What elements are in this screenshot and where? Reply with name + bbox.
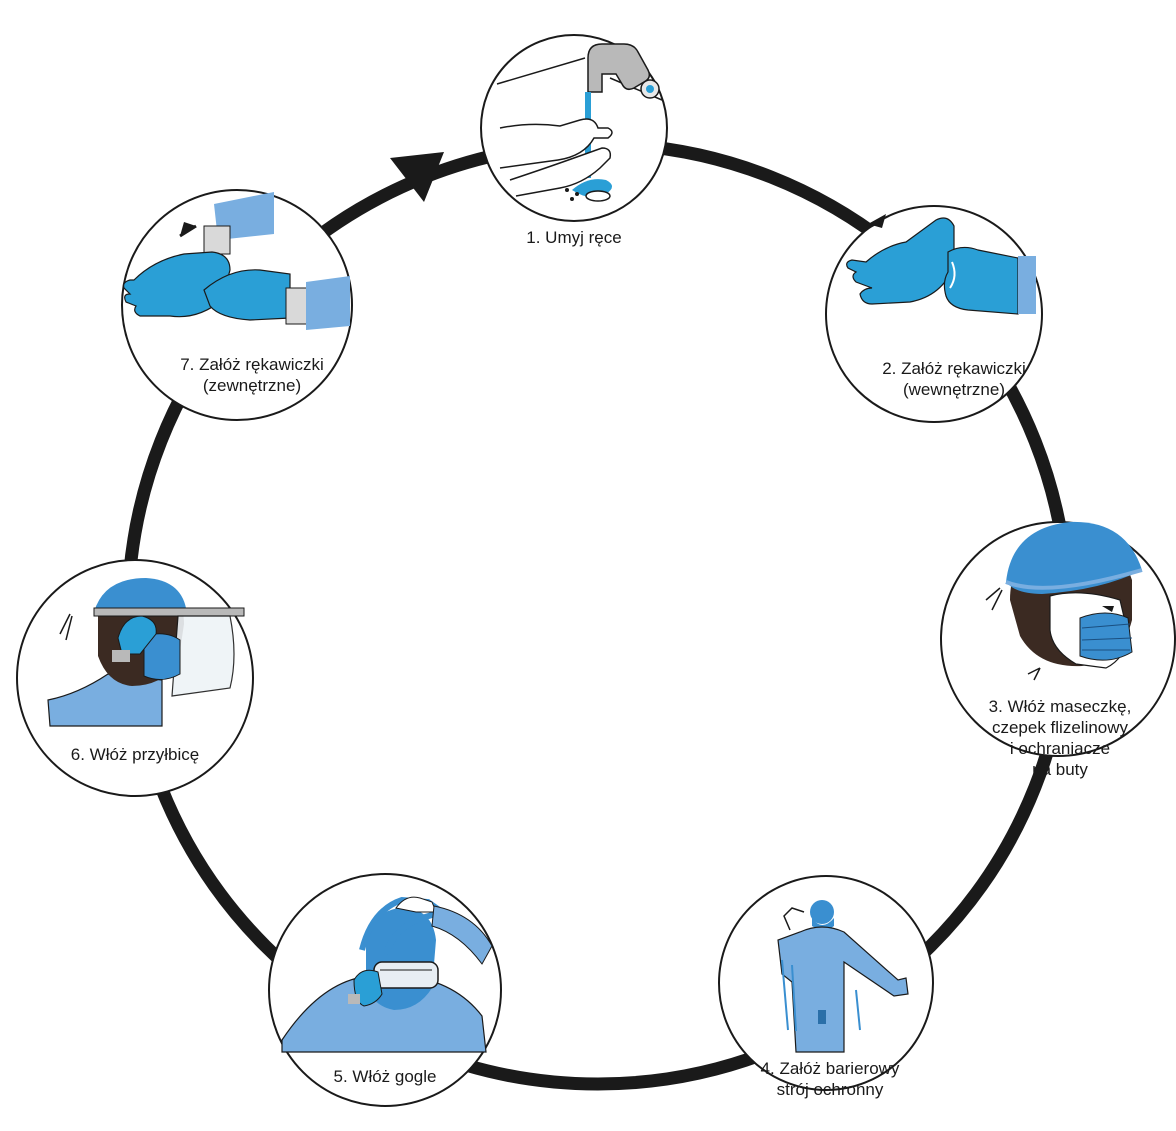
goggles-icon: [281, 896, 493, 1053]
face-shield-icon: [47, 578, 245, 727]
step-7-label: 7. Załóż rękawiczki (zewnętrzne): [180, 355, 324, 395]
cycle-arrow-icon: [390, 152, 444, 202]
step-7: 7. Załóż rękawiczki (zewnętrzne): [121, 189, 353, 421]
step-2-label: 2. Załóż rękawiczki (wewnętrzne): [882, 359, 1026, 399]
step-5-label: 5. Włóż gogle: [334, 1067, 437, 1086]
step-3: 3. Włóż maseczkę, czepek flizelinowy i och…: [940, 521, 1176, 779]
step-1: 1. Umyj ręce: [480, 34, 668, 247]
step-2: 2. Załóż rękawiczki (wewnętrzne): [825, 205, 1043, 423]
outer-gloves-icon: [123, 192, 350, 330]
step-4-label-line: strój ochronny: [777, 1080, 884, 1099]
step-5: 5. Włóż gogle: [268, 873, 502, 1107]
step-6-label: 6. Włóż przyłbicę: [71, 745, 199, 764]
step-3-label-line: 3. Włóż maseczkę,: [989, 697, 1132, 716]
inner-gloves-icon: [846, 214, 1036, 315]
step-1-label: 1. Umyj ręce: [526, 228, 621, 247]
step-2-label-line: 2. Załóż rękawiczki: [882, 359, 1026, 378]
step-6: 6. Włóż przyłbicę: [16, 559, 254, 797]
protective-gown-icon: [777, 900, 909, 1053]
hand-washing-icon: [496, 43, 663, 202]
step-4: 4. Załóż barierowy strój ochronny: [718, 875, 934, 1099]
step-3-label: 3. Włóż maseczkę, czepek flizelinowy i och…: [989, 697, 1132, 779]
step-6-label-line: 6. Włóż przyłbicę: [71, 745, 199, 764]
step-3-label-line: i ochraniacze: [1010, 739, 1110, 758]
step-5-label-line: 5. Włóż gogle: [334, 1067, 437, 1086]
step-3-label-line: na buty: [1032, 760, 1088, 779]
step-2-label-line: (wewnętrzne): [903, 380, 1005, 399]
step-7-label-line: (zewnętrzne): [203, 376, 301, 395]
step-4-label-line: 4. Załóż barierowy: [761, 1059, 900, 1078]
mask-cap-icon: [985, 521, 1143, 681]
step-1-label-line: 1. Umyj ręce: [526, 228, 621, 247]
step-7-label-line: 7. Załóż rękawiczki: [180, 355, 324, 374]
step-4-label: 4. Załóż barierowy strój ochronny: [761, 1059, 900, 1099]
step-3-label-line: czepek flizelinowy: [992, 718, 1129, 737]
